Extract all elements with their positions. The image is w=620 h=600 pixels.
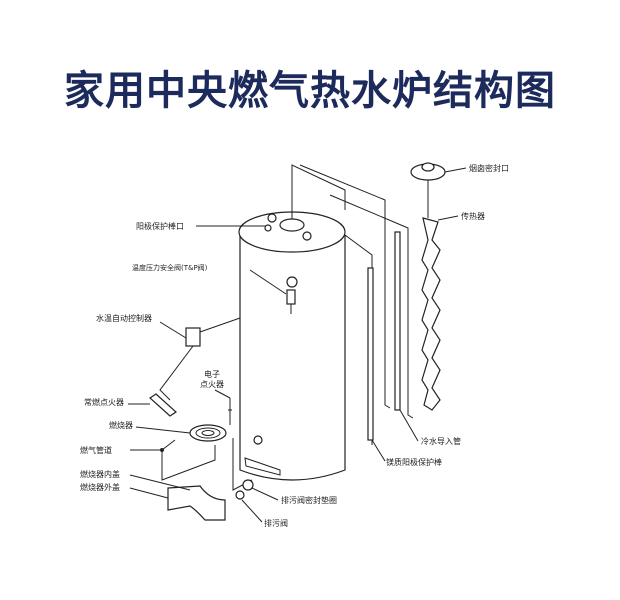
- label-drain-valve: 排污阀: [264, 519, 288, 528]
- tp-valve-port: [286, 276, 298, 288]
- drain-gasket: [242, 479, 254, 491]
- pilot: [149, 393, 177, 417]
- burner: [189, 424, 227, 442]
- label-anode-port: 阳极保护棒口: [136, 222, 184, 231]
- label-cold-inlet: 冷水导入管: [421, 437, 461, 446]
- diagram-title: 家用中央燃气热水炉结构图: [64, 68, 556, 114]
- heat-exchanger: [421, 217, 441, 411]
- label-burner-inner-cover: 燃烧器内盖: [80, 470, 120, 479]
- tank: [238, 211, 346, 481]
- label-flue-seal: 烟囱密封口: [469, 164, 509, 173]
- label-mg-anode: 镁质阳极保护棒: [386, 458, 442, 467]
- label-burner-outer-cover: 燃烧器外盖: [80, 483, 120, 492]
- label-electronic-igniter-1: 电子: [204, 370, 220, 379]
- thermostat: [185, 327, 201, 347]
- label-burner: 燃烧器: [109, 421, 133, 430]
- label-drain-gasket: 排污阀密封垫圈: [281, 496, 337, 505]
- burner-outer-cover: [167, 485, 226, 521]
- label-gas-pipe: 燃气管道: [80, 446, 112, 455]
- mg-anode-rod: [367, 267, 374, 441]
- label-thermostat: 水温自动控制器: [96, 314, 152, 323]
- drain-valve: [235, 490, 245, 500]
- label-pilot: 常燃点火器: [84, 398, 124, 407]
- label-heat-exchanger: 传热器: [461, 212, 485, 221]
- label-electronic-igniter-2: 点火器: [200, 380, 224, 389]
- cold-inlet-pipe: [394, 231, 401, 411]
- label-tp-valve: 温度压力安全阀(T&P阀): [132, 264, 208, 272]
- flue-opening: [279, 218, 305, 232]
